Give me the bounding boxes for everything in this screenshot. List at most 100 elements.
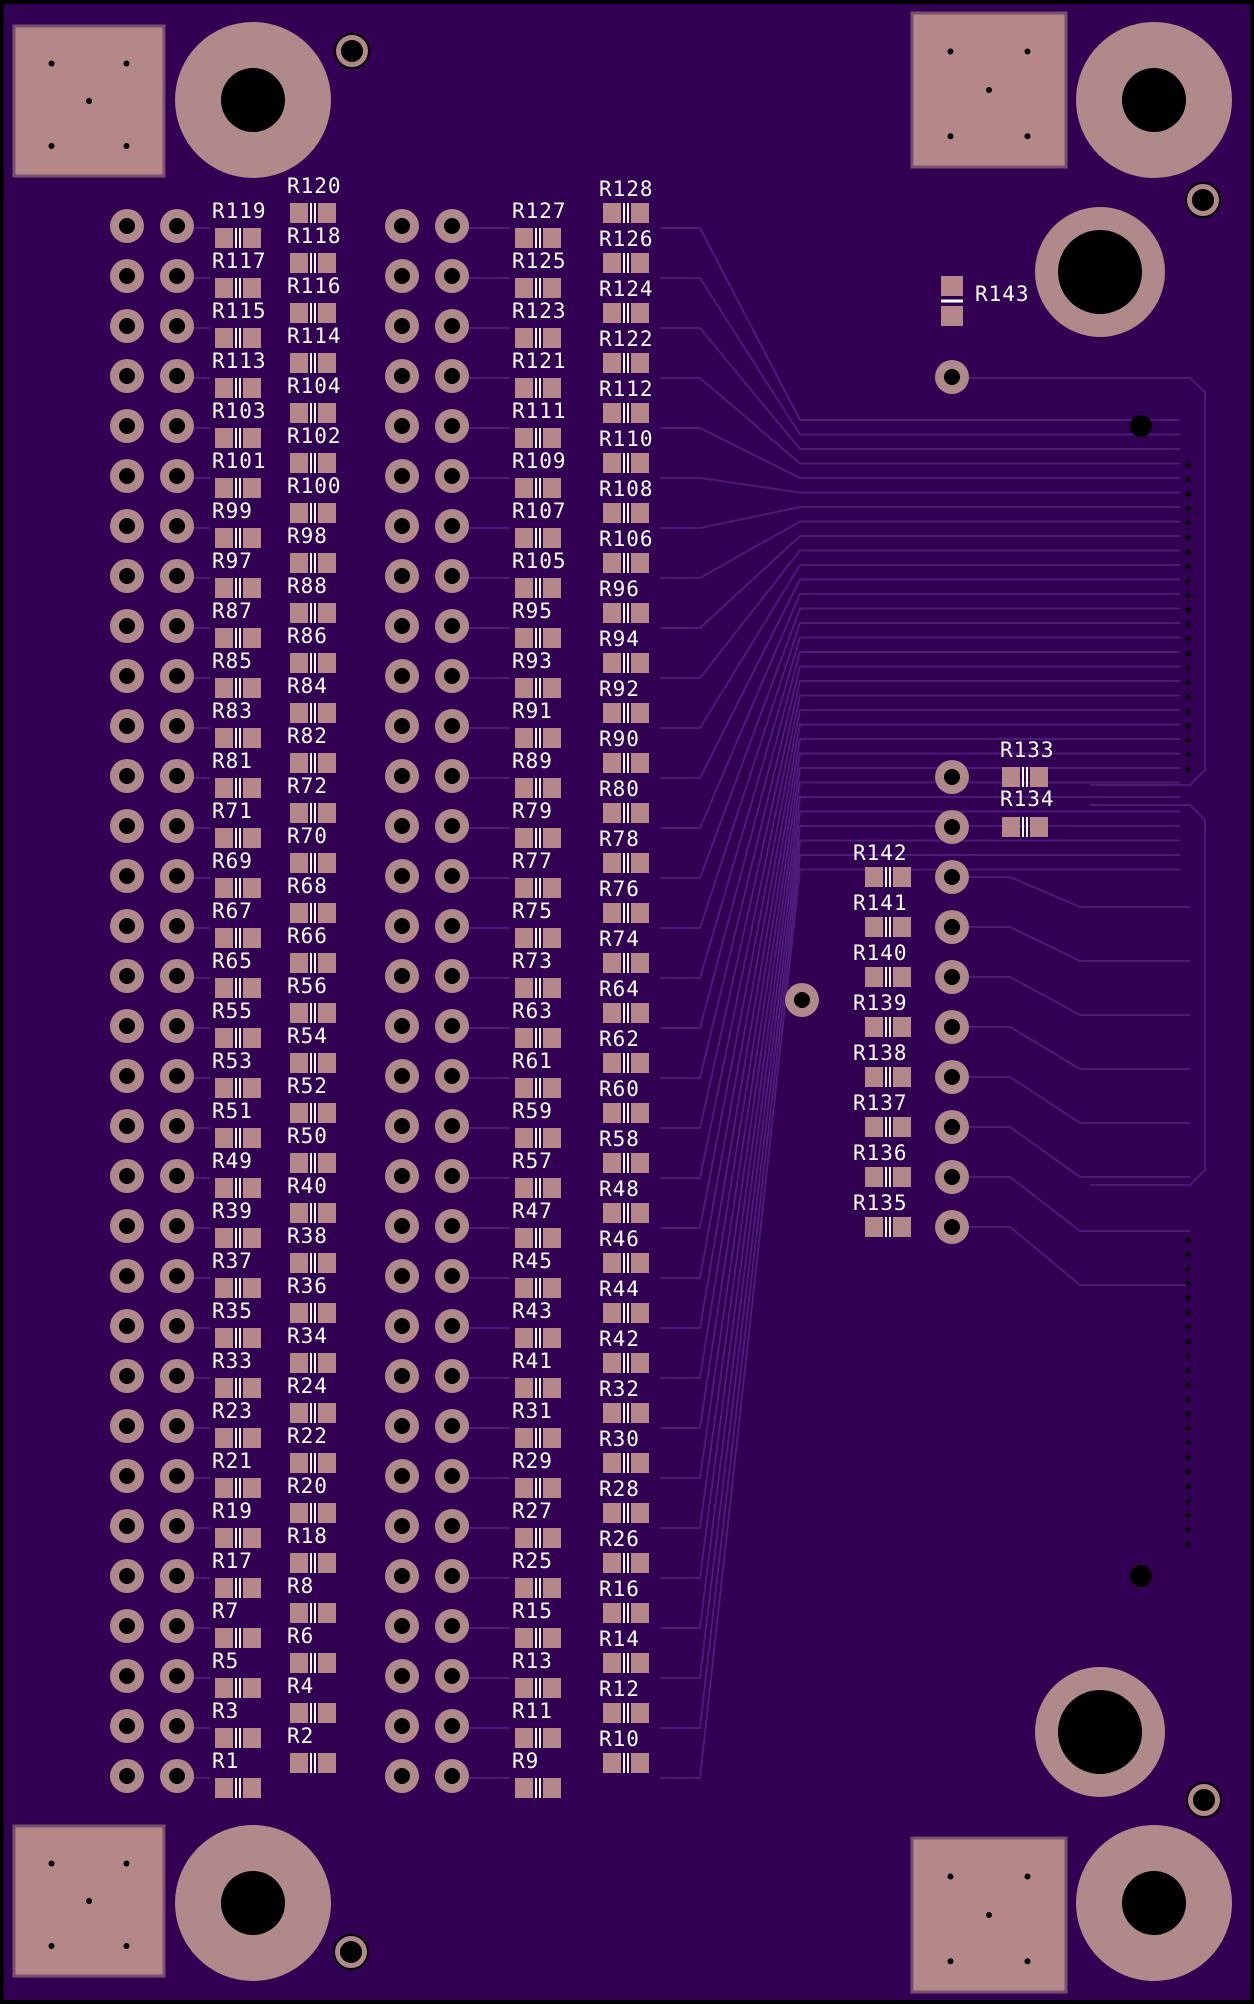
mounting-pad-dot bbox=[48, 1943, 55, 1949]
resistor-r11-pad-1 bbox=[515, 1728, 533, 1748]
resistor-r81-pad-2 bbox=[243, 778, 261, 798]
mounting-pad-dot bbox=[1024, 48, 1031, 55]
stitch-via bbox=[1185, 767, 1191, 772]
header-pin-hole bbox=[394, 268, 410, 284]
resistor-r143-pad-2 bbox=[941, 306, 963, 326]
label-r137: R137 bbox=[853, 1091, 908, 1115]
resistor-r83-pad-1 bbox=[215, 728, 233, 748]
trace bbox=[660, 738, 1180, 1329]
header-pin-hole bbox=[119, 268, 135, 284]
header-pin-hole bbox=[119, 1368, 135, 1384]
resistor-r28-pad-1 bbox=[603, 1503, 621, 1523]
resistor-r76-pad-1 bbox=[603, 903, 621, 923]
label-r95: R95 bbox=[512, 599, 553, 623]
label-r125: R125 bbox=[512, 249, 567, 273]
resistor-r136-pad-1 bbox=[865, 1167, 883, 1187]
resistor-r43-pad-2 bbox=[543, 1328, 561, 1348]
mounting-pad-dot bbox=[986, 87, 992, 93]
resistor-r29-pad-1 bbox=[515, 1478, 533, 1498]
label-r124: R124 bbox=[599, 277, 654, 301]
label-r22: R22 bbox=[287, 1424, 328, 1448]
header-pin-hole bbox=[394, 1468, 410, 1484]
mounting-hole-top-left-hole bbox=[221, 68, 285, 132]
stitch-via bbox=[1185, 1281, 1191, 1286]
header-pin-hole bbox=[394, 1668, 410, 1684]
label-r46: R46 bbox=[599, 1227, 640, 1251]
resistor-r63-pad-1 bbox=[515, 1028, 533, 1048]
resistor-r11-pad-2 bbox=[543, 1728, 561, 1748]
label-r8: R8 bbox=[287, 1574, 314, 1598]
resistor-r142-pad-2 bbox=[893, 867, 911, 887]
header-pin-hole bbox=[394, 1118, 410, 1134]
side-header-pin-hole bbox=[944, 1019, 960, 1035]
stitch-via bbox=[1185, 636, 1191, 642]
fiducial-dot bbox=[1130, 1565, 1152, 1587]
label-r62: R62 bbox=[599, 1027, 640, 1051]
header-pin-hole bbox=[394, 318, 410, 334]
label-r6: R6 bbox=[287, 1624, 314, 1648]
resistor-r97-pad-1 bbox=[215, 578, 233, 598]
label-r83: R83 bbox=[212, 699, 253, 723]
header-pin-hole bbox=[119, 818, 135, 834]
header-pin-hole bbox=[444, 1268, 460, 1284]
resistor-r80-pad-2 bbox=[631, 803, 649, 823]
resistor-r135-pad-2 bbox=[893, 1217, 911, 1237]
resistor-r139-pad-1 bbox=[865, 1017, 883, 1037]
label-r71: R71 bbox=[212, 799, 253, 823]
resistor-r34-pad-2 bbox=[318, 1353, 336, 1373]
resistor-r51-pad-1 bbox=[215, 1128, 233, 1148]
resistor-r25-pad-1 bbox=[515, 1578, 533, 1598]
stitch-via bbox=[1185, 607, 1191, 613]
label-r96: R96 bbox=[599, 577, 640, 601]
trace bbox=[950, 377, 1206, 786]
label-r13: R13 bbox=[512, 1649, 553, 1673]
stitch-via bbox=[1185, 622, 1191, 627]
header-pin-hole bbox=[119, 1168, 135, 1184]
header-pin-hole bbox=[169, 1168, 185, 1184]
mounting-pad-dot bbox=[1024, 1873, 1031, 1880]
resistor-r76-pad-2 bbox=[631, 903, 649, 923]
trace bbox=[660, 520, 1180, 579]
header-pin-hole bbox=[444, 1018, 460, 1034]
resistor-r2-pad-1 bbox=[290, 1753, 308, 1773]
label-r47: R47 bbox=[512, 1199, 553, 1223]
stitch-via bbox=[1185, 1426, 1191, 1431]
components-layer bbox=[12, 11, 1232, 1994]
stitch-via bbox=[1185, 1237, 1191, 1243]
resistor-r115-pad-2 bbox=[243, 328, 261, 348]
label-r11: R11 bbox=[512, 1699, 553, 1723]
stitch-via bbox=[1185, 680, 1191, 685]
header-pin-hole bbox=[169, 618, 185, 634]
label-r64: R64 bbox=[599, 977, 640, 1001]
stitch-via bbox=[1185, 549, 1191, 555]
resistor-r13-pad-2 bbox=[543, 1678, 561, 1698]
label-r45: R45 bbox=[512, 1249, 553, 1273]
resistor-r98-pad-2 bbox=[318, 553, 336, 573]
header-pin-hole bbox=[119, 1068, 135, 1084]
resistor-r117-pad-2 bbox=[243, 278, 261, 298]
resistor-r50-pad-1 bbox=[290, 1153, 308, 1173]
header-pin-hole bbox=[394, 818, 410, 834]
header-pin-hole bbox=[394, 868, 410, 884]
label-r143: R143 bbox=[975, 282, 1030, 306]
label-r9: R9 bbox=[512, 1749, 539, 1773]
label-r31: R31 bbox=[512, 1399, 553, 1423]
resistor-r30-pad-1 bbox=[603, 1453, 621, 1473]
header-pin-hole bbox=[394, 1318, 410, 1334]
header-pin-hole bbox=[444, 868, 460, 884]
resistor-r109-pad-2 bbox=[543, 478, 561, 498]
label-r60: R60 bbox=[599, 1077, 640, 1101]
resistor-r58-pad-1 bbox=[603, 1153, 621, 1173]
label-r51: R51 bbox=[212, 1099, 253, 1123]
resistor-r118-pad-1 bbox=[290, 253, 308, 273]
header-pin-hole bbox=[444, 268, 460, 284]
resistor-r110-pad-1 bbox=[603, 453, 621, 473]
trace bbox=[660, 651, 1180, 1029]
resistor-r103-pad-1 bbox=[215, 428, 233, 448]
resistor-r38-pad-1 bbox=[290, 1253, 308, 1273]
header-pin-hole bbox=[169, 1668, 185, 1684]
label-r18: R18 bbox=[287, 1524, 328, 1548]
header-pin-hole bbox=[169, 268, 185, 284]
label-r29: R29 bbox=[512, 1449, 553, 1473]
resistor-r105-pad-2 bbox=[543, 578, 561, 598]
